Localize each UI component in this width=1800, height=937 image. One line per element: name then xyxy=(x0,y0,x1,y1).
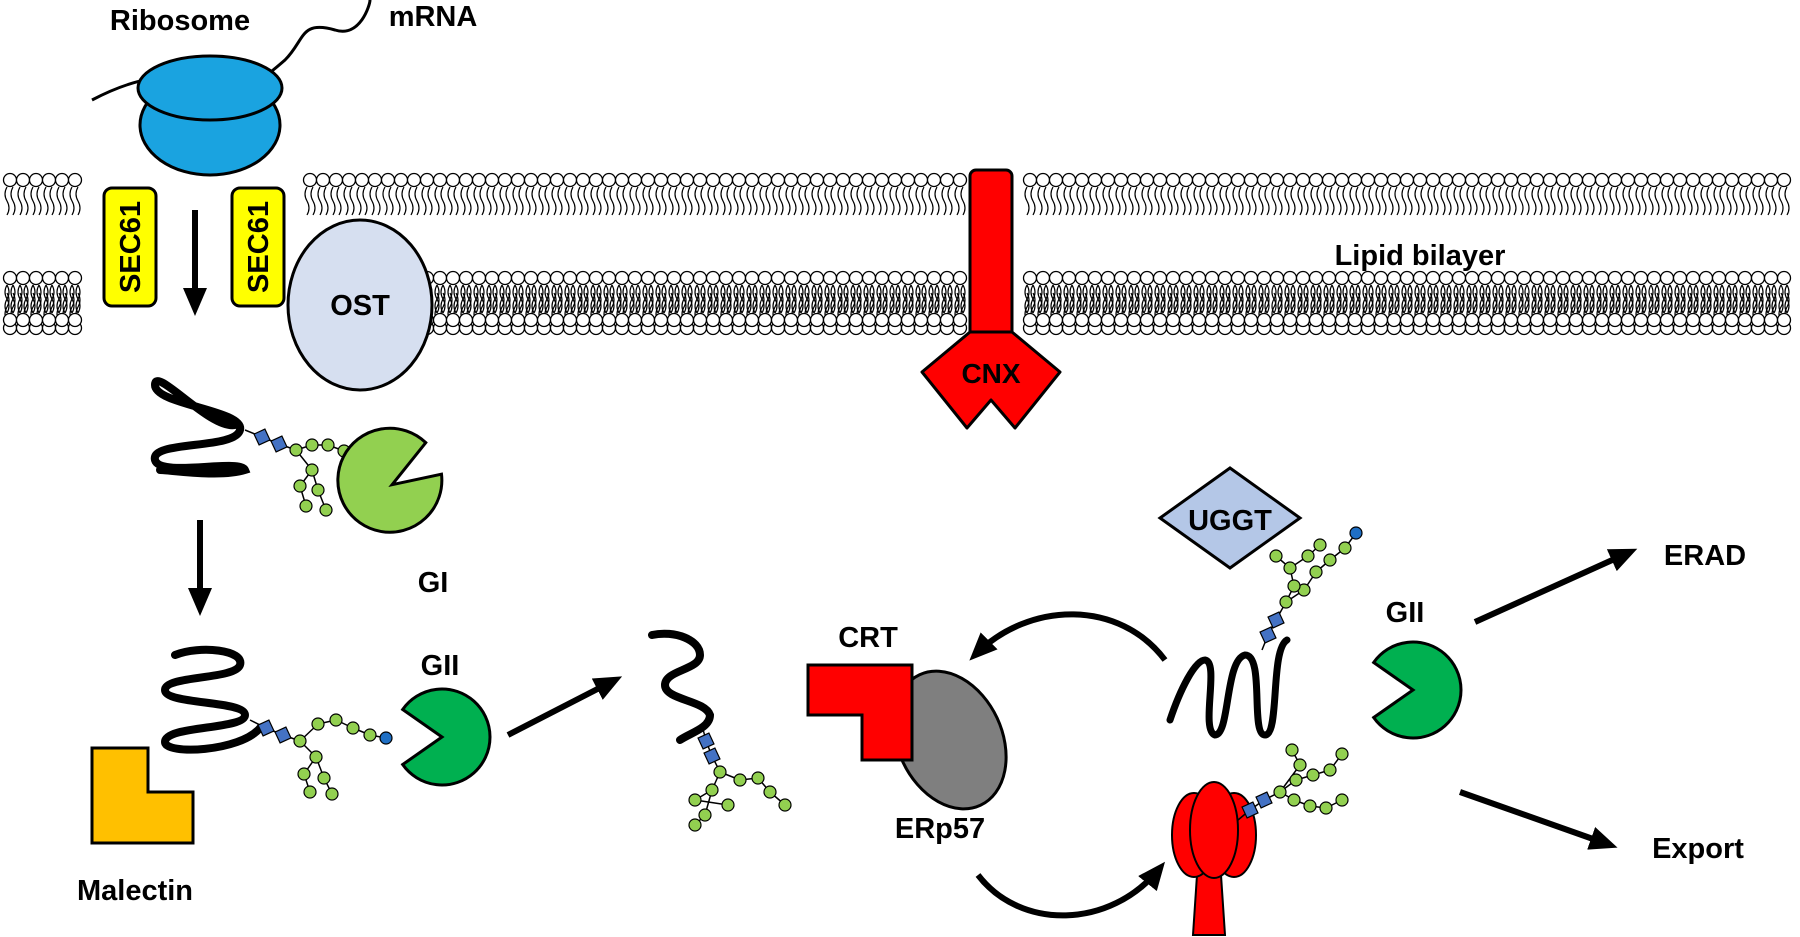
glycan-mono-glucosylated xyxy=(249,713,393,801)
erad-label: ERAD xyxy=(1664,540,1746,572)
gi-enzyme xyxy=(336,426,444,534)
svg-text:SEC61: SEC61 xyxy=(115,201,147,293)
ribosome xyxy=(136,54,284,177)
uggt: UGGT xyxy=(1157,466,1303,570)
gii-label-left: GII xyxy=(421,650,460,682)
polypeptide-3 xyxy=(648,629,715,744)
svg-text:UGGT: UGGT xyxy=(1188,505,1272,537)
gii-enzyme-left xyxy=(400,687,492,787)
polypeptide-1 xyxy=(150,377,251,478)
glycan-export xyxy=(1237,743,1349,821)
malectin-label: Malectin xyxy=(77,875,193,907)
glycan-reglucosylated xyxy=(1259,526,1363,651)
erp57 xyxy=(892,669,1008,811)
glycan-deglucosylated xyxy=(688,724,792,832)
gi-label: GI xyxy=(418,567,449,599)
sec61-right: SEC61 xyxy=(230,186,286,308)
polypeptide-4 xyxy=(1166,636,1291,739)
release-arrow xyxy=(975,861,1166,919)
arrow-to-calnexin-cycle xyxy=(506,676,623,738)
export-complex xyxy=(1171,781,1257,936)
calnexin: CNX xyxy=(920,168,1062,430)
export-arrow xyxy=(1459,789,1618,850)
svg-text:SEC61: SEC61 xyxy=(243,201,275,293)
reglucosylation-arrow xyxy=(969,611,1168,662)
lipid-bilayer-label: Lipid bilayer xyxy=(1335,240,1506,272)
erad-arrow xyxy=(1473,548,1638,625)
svg-text:CNX: CNX xyxy=(961,358,1020,389)
gii-enzyme-right xyxy=(1371,640,1463,740)
gii-label-right: GII xyxy=(1386,597,1425,629)
crt-label: CRT xyxy=(838,622,898,654)
ribosome-label: Ribosome xyxy=(110,5,250,37)
polypeptide-2 xyxy=(160,645,264,754)
svg-text:OST: OST xyxy=(330,290,390,322)
sec61-left: SEC61 xyxy=(102,186,158,308)
calreticulin xyxy=(806,663,914,762)
malectin xyxy=(90,746,195,845)
mrna-label: mRNA xyxy=(389,1,478,33)
erp57-label: ERp57 xyxy=(895,813,985,845)
ost-complex: OST xyxy=(286,218,434,392)
export-label: Export xyxy=(1652,833,1744,865)
